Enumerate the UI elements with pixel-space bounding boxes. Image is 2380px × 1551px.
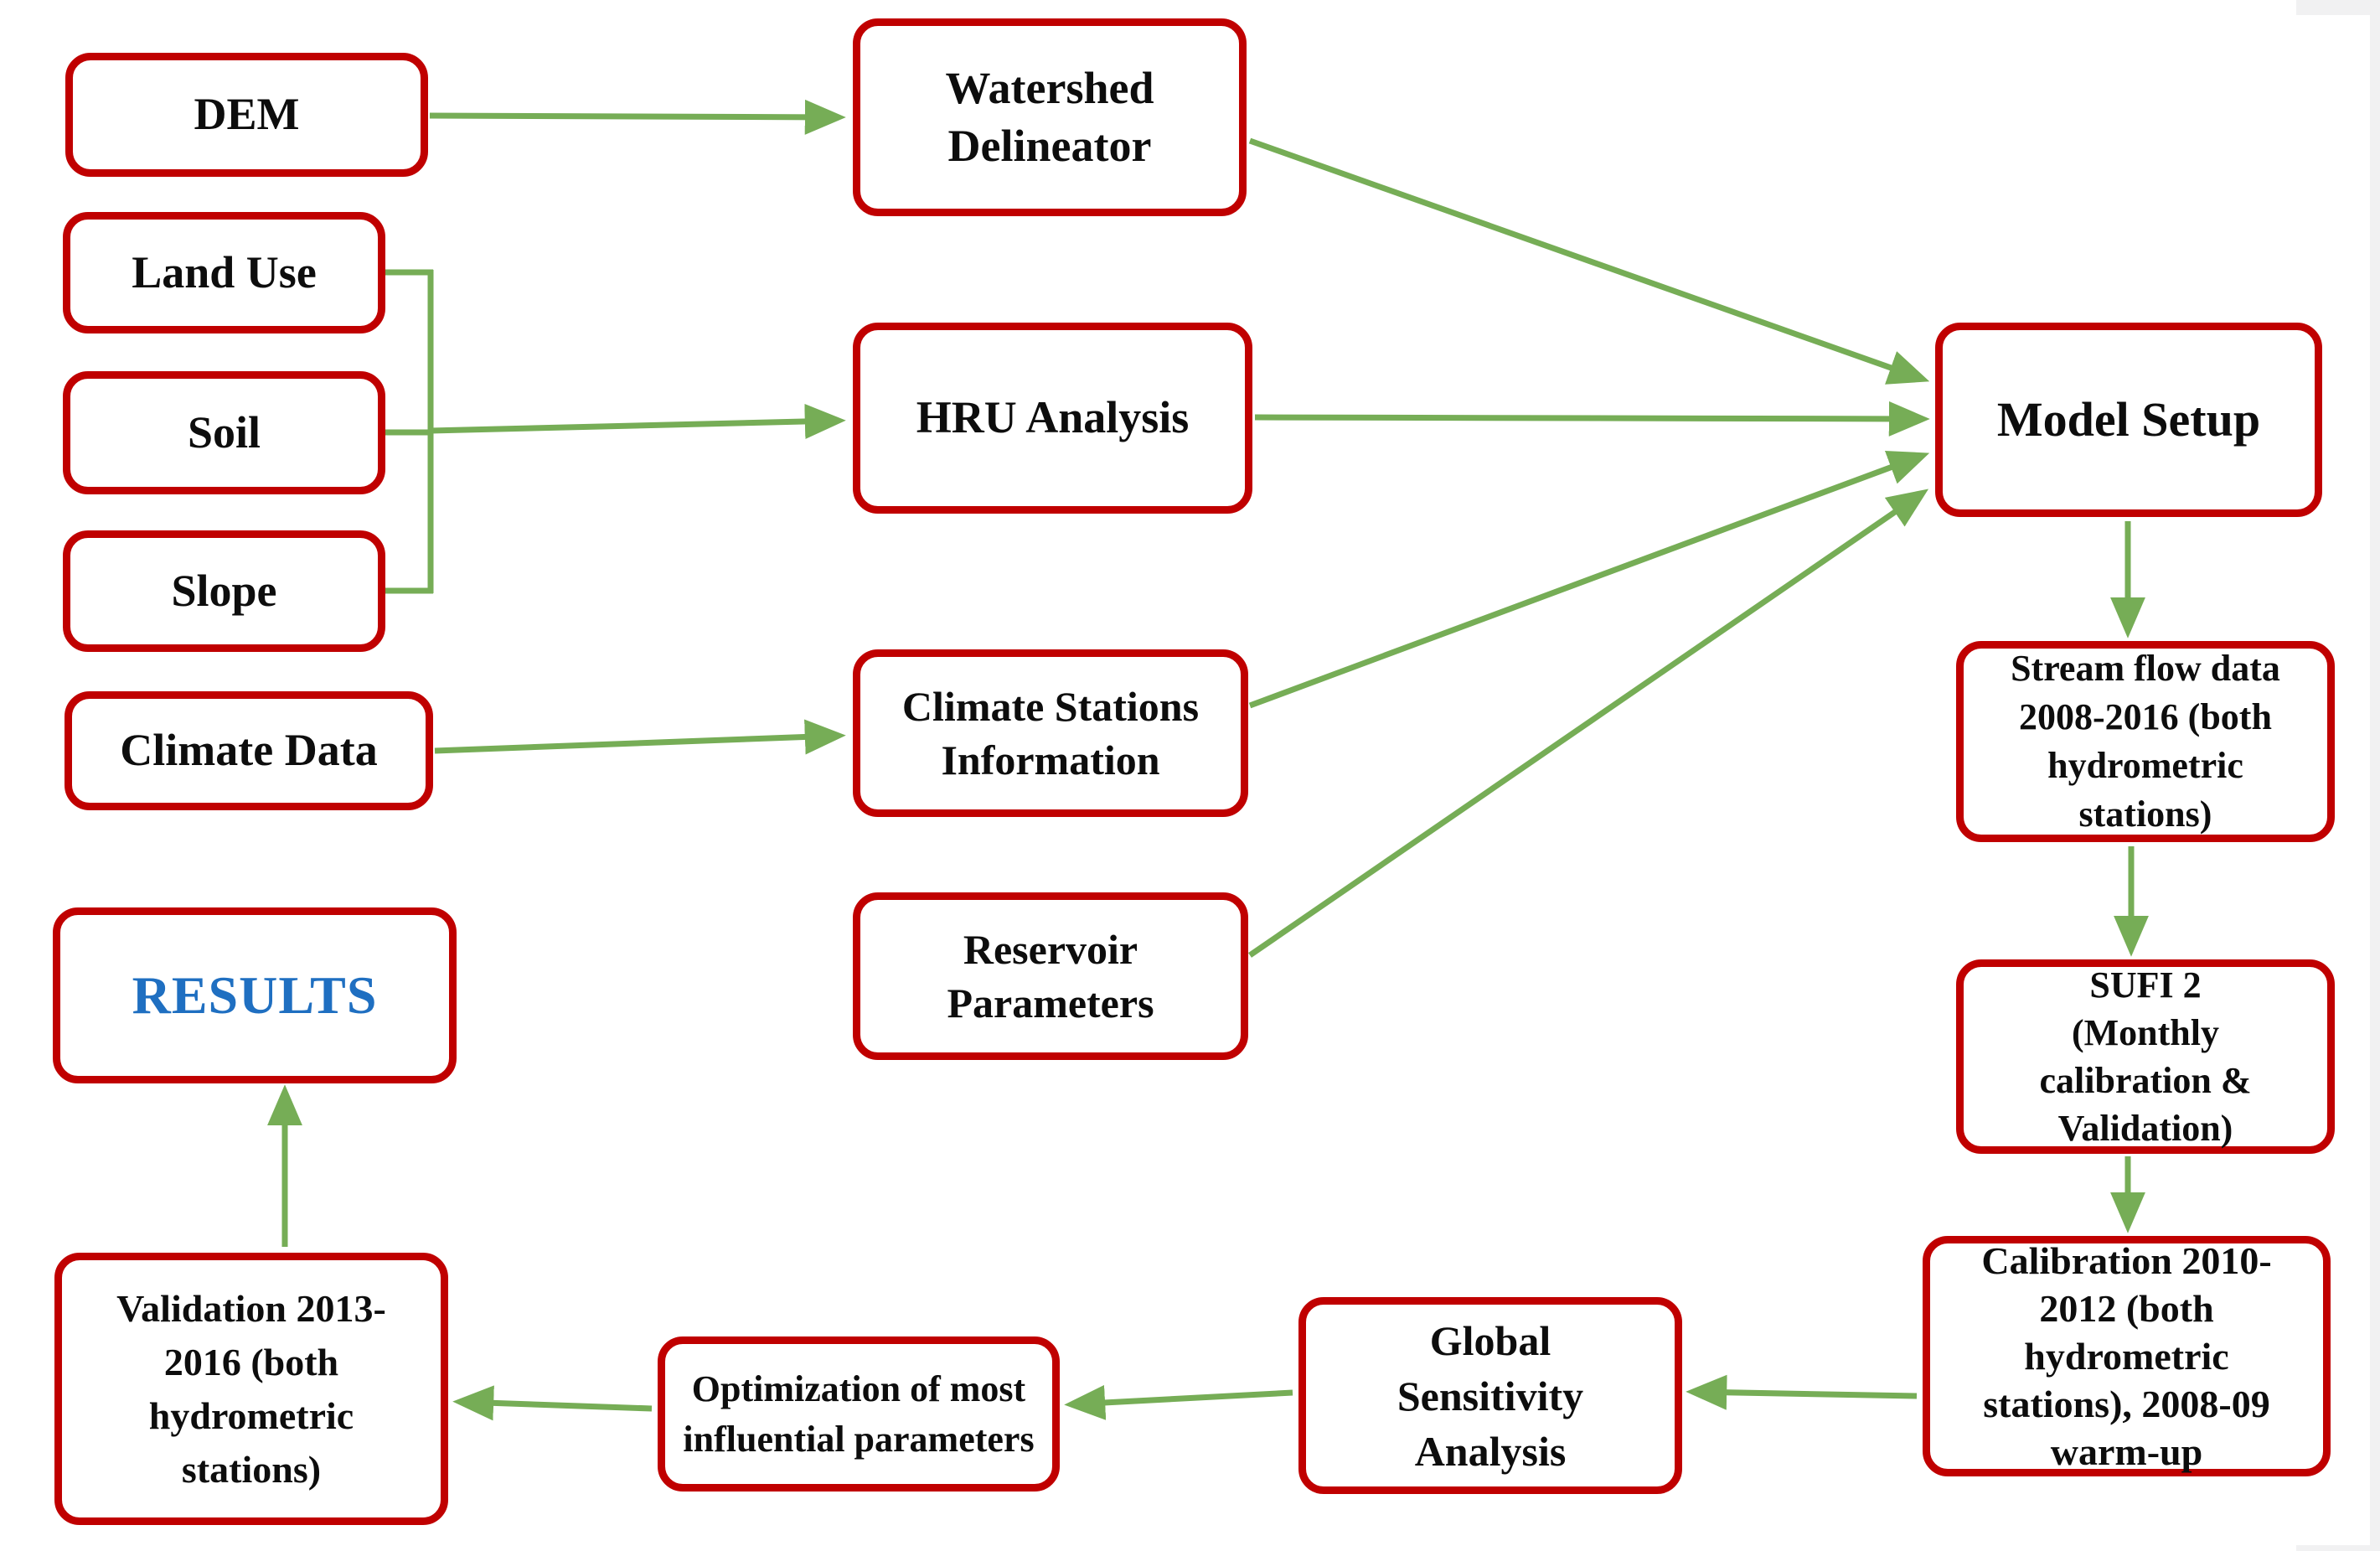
node-model-setup: Model Setup — [1935, 323, 2322, 517]
edge-hru-to-model-setup — [1254, 401, 1930, 437]
node-dem: DEM — [65, 53, 428, 177]
edge-watershed-to-model-setup — [1248, 137, 1930, 385]
edge-climate-data-to-climate-stations — [434, 719, 846, 755]
node-climate-data: Climate Data — [65, 691, 433, 810]
edge-calibration-to-global-sensitivity — [1686, 1374, 1918, 1410]
node-sufi2: SUFI 2 (Monthly calibration & Validation… — [1956, 959, 2335, 1154]
edge-climate-stations-to-model-setup — [1248, 450, 1930, 709]
edge-bracket-to-hru-analysis — [430, 403, 846, 439]
page-edge-top-right — [2296, 0, 2380, 15]
node-slope: Slope — [63, 530, 385, 652]
node-results: RESULTS — [53, 907, 457, 1083]
node-stream-flow-data: Stream flow data 2008-2016 (both hydrome… — [1956, 641, 2335, 842]
page-edge-right — [2370, 0, 2380, 1551]
node-climate-stations-information: Climate Stations Information — [853, 649, 1248, 817]
edge-reservoir-to-model-setup — [1248, 489, 1929, 958]
page-edge-bottom-right — [2296, 1545, 2380, 1551]
edge-dem-to-watershed-delineator — [429, 99, 846, 135]
node-watershed-delineator: Watershed Delineator — [853, 18, 1247, 216]
node-calibration: Calibration 2010- 2012 (both hydrometric… — [1923, 1236, 2331, 1476]
node-soil: Soil — [63, 371, 385, 494]
node-hru-analysis: HRU Analysis — [853, 323, 1252, 514]
edge-global-sensitivity-to-optimization — [1064, 1384, 1293, 1420]
node-validation: Validation 2013- 2016 (both hydrometric … — [54, 1253, 448, 1525]
node-global-sensitivity-analysis: Global Sensitivity Analysis — [1298, 1297, 1682, 1494]
node-reservoir-parameters: Reservoir Parameters — [853, 892, 1248, 1060]
node-optimization: Optimization of most influential paramet… — [658, 1336, 1060, 1492]
node-land-use: Land Use — [63, 212, 385, 333]
edge-optimization-to-validation — [452, 1385, 653, 1421]
